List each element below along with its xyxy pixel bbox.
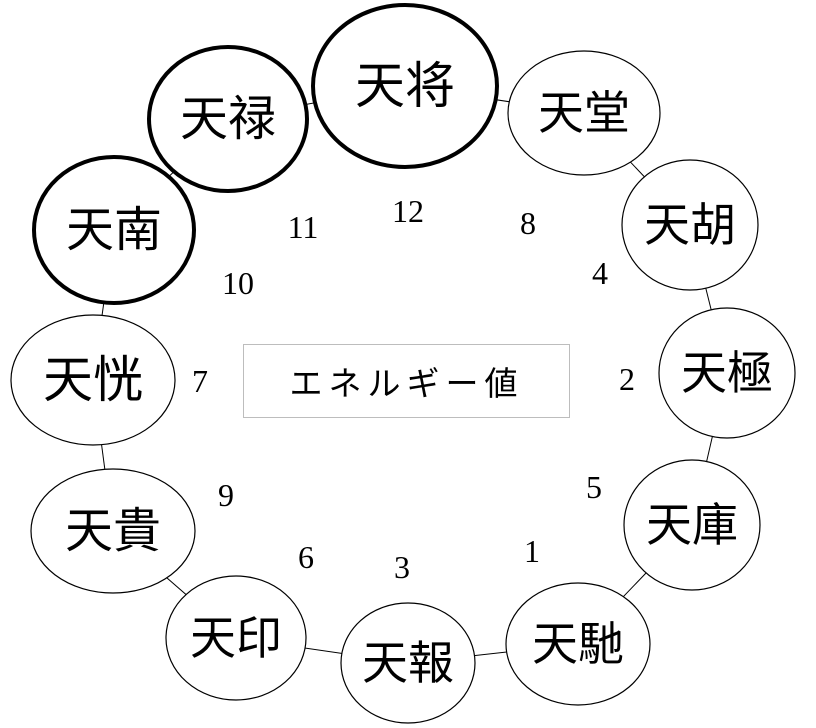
node-label: 天報	[362, 636, 454, 690]
node-5: 天庫	[623, 459, 761, 591]
node-7: 天報	[340, 602, 476, 724]
node-4: 天極	[658, 307, 796, 439]
energy-number: 2	[619, 361, 635, 397]
energy-number: 3	[394, 549, 410, 585]
energy-number: 7	[192, 363, 208, 399]
center-label-box: エネルギー値	[243, 344, 570, 418]
node-ellipse	[340, 602, 476, 724]
energy-number: 1	[524, 533, 540, 569]
node-label: 天堂	[538, 86, 630, 140]
node-label: 天胡	[644, 198, 736, 252]
energy-number: 12	[392, 193, 424, 229]
energy-number: 5	[586, 469, 602, 505]
energy-number: 4	[592, 255, 608, 291]
node-9: 天貴	[30, 468, 196, 594]
energy-number: 8	[520, 205, 536, 241]
node-ellipse	[621, 159, 759, 291]
node-label: 天禄	[180, 91, 276, 147]
node-ellipse-highlighted	[32, 155, 196, 305]
energy-numbers: 12 8 4 2 5 1 3 6 9 7 10 11	[192, 193, 635, 585]
node-label: 天将	[355, 57, 455, 115]
energy-number: 11	[288, 209, 319, 245]
node-label: 天恍	[43, 351, 143, 409]
node-label: 天馳	[532, 617, 624, 671]
node-ring: 天将天堂天胡天極天庫天馳 天報 天印天貴 天恍 天南天禄	[10, 3, 796, 724]
node-12: 天禄	[147, 45, 309, 193]
node-3: 天胡	[621, 159, 759, 291]
node-ellipse	[658, 307, 796, 439]
node-label: 天印	[190, 611, 282, 665]
energy-number: 6	[298, 539, 314, 575]
energy-number: 10	[222, 265, 254, 301]
energy-number: 9	[218, 477, 234, 513]
center-label: エネルギー値	[289, 364, 524, 403]
node-label: 天南	[66, 202, 162, 258]
node-10: 天恍	[10, 314, 176, 446]
node-ellipse	[10, 314, 176, 446]
node-8: 天印	[165, 575, 307, 701]
node-ellipse	[623, 459, 761, 591]
node-6: 天馳	[505, 582, 651, 706]
node-label: 天極	[681, 346, 773, 400]
node-label: 天貴	[65, 503, 161, 559]
node-11: 天南	[32, 155, 196, 305]
node-label: 天庫	[646, 498, 738, 552]
node-ellipse-highlighted	[311, 3, 499, 169]
node-ellipse-highlighted	[147, 45, 309, 193]
node-ellipse	[505, 582, 651, 706]
node-ellipse	[507, 50, 661, 176]
node-2: 天堂	[507, 50, 661, 176]
node-ellipse	[165, 575, 307, 701]
node-1: 天将	[311, 3, 499, 169]
node-ellipse	[30, 468, 196, 594]
